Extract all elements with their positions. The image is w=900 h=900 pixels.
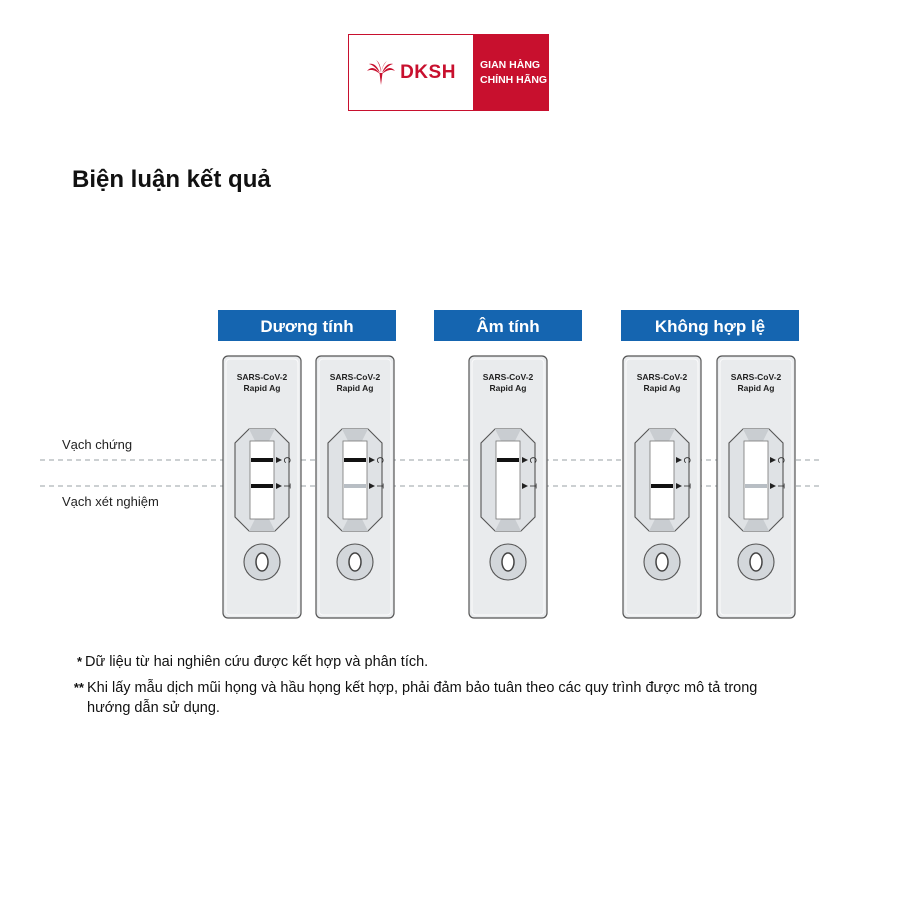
control-marker: C	[776, 457, 786, 464]
banner-invalid-label: Không hợp lệ	[655, 317, 765, 336]
dksh-logo: DKSH GIAN HÀNG CHÍNH HÃNG	[348, 34, 549, 111]
window-bevel-bottom	[342, 519, 368, 531]
cassette-highlight	[318, 358, 392, 616]
control-arrow-icon	[676, 457, 682, 463]
control-arrow-icon	[770, 457, 776, 463]
cassette-brand-line1: SARS-CoV-2	[237, 372, 288, 382]
banner-invalid-bg	[621, 310, 799, 341]
test-marker: T	[776, 483, 786, 489]
test-marker: T	[282, 483, 292, 489]
banner-negative: Âm tính	[434, 310, 582, 341]
control-marker: C	[282, 457, 292, 464]
test-marker: T	[375, 483, 385, 489]
group-banners: Dương tính Âm tính Không hợp lệ	[218, 310, 799, 341]
banner-invalid: Không hợp lệ	[621, 310, 799, 341]
control-line-band	[497, 458, 519, 462]
control-line-band	[344, 458, 366, 462]
page-title: Biện luận kết quả	[72, 166, 271, 193]
footnote-1: * Dữ liệu từ hai nghiên cứu được kết hợp…	[70, 652, 777, 672]
logo-wordmark: DKSH	[400, 61, 456, 83]
banner-positive-label: Dương tính	[260, 317, 353, 336]
window-bevel-bottom	[649, 519, 675, 531]
cassette-brand-line2: Rapid Ag	[490, 383, 527, 393]
sample-well-hole	[749, 552, 763, 572]
control-marker: C	[682, 457, 692, 464]
cassette-brand-line1: SARS-CoV-2	[330, 372, 381, 382]
logo-tagline-line1: GIAN HÀNG	[480, 58, 541, 71]
test-line-band	[651, 484, 673, 488]
control-marker: C	[528, 457, 538, 464]
test-line-label: Vạch xét nghiệm	[62, 494, 159, 509]
cassette-brand-line2: Rapid Ag	[244, 383, 281, 393]
footnote-1-text: Dữ liệu từ hai nghiên cứu được kết hợp v…	[85, 654, 429, 670]
test-strip	[743, 440, 769, 520]
cassette-brand-line1: SARS-CoV-2	[731, 372, 782, 382]
cassette-highlight	[625, 358, 699, 616]
cassette-highlight	[471, 358, 545, 616]
control-line-band	[251, 458, 273, 462]
footnotes: * Dữ liệu từ hai nghiên cứu được kết hợp…	[70, 652, 777, 724]
test-arrow-icon	[369, 483, 375, 489]
test-strip	[495, 440, 521, 520]
test-strip	[649, 440, 675, 520]
window-bevel-top	[495, 429, 521, 441]
footnote-2: ** Khi lấy mẫu dịch mũi họng và hầu họng…	[70, 678, 777, 718]
control-arrow-icon	[522, 457, 528, 463]
test-arrow-icon	[276, 483, 282, 489]
window-bevel-bottom	[249, 519, 275, 531]
sample-well-hole	[348, 552, 362, 572]
test-marker: T	[682, 483, 692, 489]
test-arrow-icon	[522, 483, 528, 489]
control-marker: C	[375, 457, 385, 464]
test-strip	[249, 440, 275, 520]
logo-tagline: GIAN HÀNG CHÍNH HÃNG	[473, 35, 548, 110]
reference-lines	[40, 459, 820, 487]
dksh-palm-icon	[367, 59, 396, 85]
cassette-brand-line2: Rapid Ag	[337, 383, 374, 393]
cassette-highlight	[225, 358, 299, 616]
banner-positive: Dương tính	[218, 310, 396, 341]
window-bevel-top	[249, 429, 275, 441]
window-bevel-top	[342, 429, 368, 441]
banner-negative-label: Âm tính	[476, 317, 539, 336]
sample-well-hole	[501, 552, 515, 572]
cassette-brand-line1: SARS-CoV-2	[637, 372, 688, 382]
window-bevel-bottom	[495, 519, 521, 531]
sample-well-hole	[255, 552, 269, 572]
test-line-band	[251, 484, 273, 488]
control-arrow-icon	[369, 457, 375, 463]
footnote-2-text: Khi lấy mẫu dịch mũi họng và hầu họng kế…	[87, 680, 758, 716]
sample-well-hole	[655, 552, 669, 572]
logo-mark: DKSH	[349, 35, 473, 110]
logo-tagline-line2: CHÍNH HÃNG	[480, 73, 548, 86]
control-line-label: Vạch chứng	[62, 437, 132, 452]
footnote-2-mark: **	[73, 680, 84, 695]
test-arrow-icon	[676, 483, 682, 489]
cassette-brand-line2: Rapid Ag	[644, 383, 681, 393]
test-line-band	[344, 484, 366, 488]
test-strip	[342, 440, 368, 520]
cassette-highlight	[719, 358, 793, 616]
window-bevel-bottom	[743, 519, 769, 531]
results-diagram: Dương tính Âm tính Không hợp lệ Vạch chứ…	[40, 310, 820, 619]
window-bevel-top	[649, 429, 675, 441]
cassette-brand-line2: Rapid Ag	[738, 383, 775, 393]
cassette-brand-line1: SARS-CoV-2	[483, 372, 534, 382]
banner-positive-bg	[218, 310, 396, 341]
test-marker: T	[528, 483, 538, 489]
window-bevel-top	[743, 429, 769, 441]
control-arrow-icon	[276, 457, 282, 463]
banner-negative-bg	[434, 310, 582, 341]
test-line-band	[745, 484, 767, 488]
test-arrow-icon	[770, 483, 776, 489]
footnote-1-mark: *	[76, 654, 82, 669]
